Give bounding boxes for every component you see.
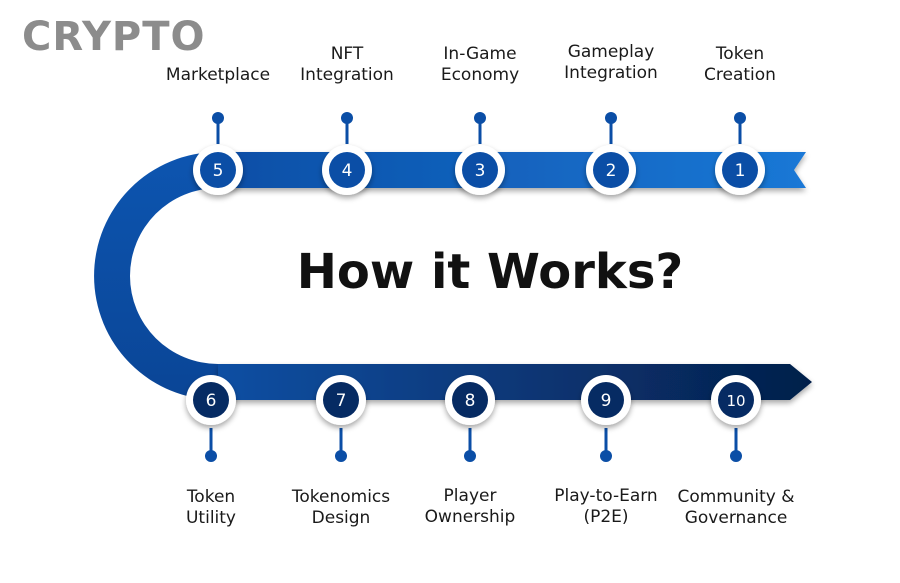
page-title: How it Works?: [296, 244, 684, 300]
step-5-label: Marketplace: [165, 65, 271, 85]
step-7-connector-dot: [335, 450, 347, 462]
crypto-logo: CRYPTO: [22, 14, 206, 60]
step-3-badge-core: [462, 152, 498, 188]
step-1-badge-core: [722, 152, 758, 188]
step-9-label: Play-to-Earn (P2E): [554, 486, 658, 527]
step-2-number: 2: [606, 161, 617, 181]
step-9-connector-dot: [600, 450, 612, 462]
step-8-connector-dot: [464, 450, 476, 462]
step-9-number: 9: [601, 391, 612, 411]
step-7-badge-core: [323, 382, 359, 418]
step-6-label: Token Utility: [185, 487, 236, 528]
step-10-connector-dot: [730, 450, 742, 462]
step-6-badge-core: [193, 382, 229, 418]
step-3-label: In-Game Economy: [440, 44, 520, 85]
step-1-connector-dot: [734, 112, 746, 124]
step-3-number: 3: [475, 161, 486, 181]
step-2-connector-dot: [605, 112, 617, 124]
step-4-badge-core: [329, 152, 365, 188]
step-10-label: Community & Governance: [677, 487, 795, 528]
step-8-badge-core: [452, 382, 488, 418]
step-9-badge-core: [588, 382, 624, 418]
step-2-badge-core: [593, 152, 629, 188]
step-5-connector-dot: [212, 112, 224, 124]
step-7-number: 7: [336, 391, 347, 411]
step-10-number: 10: [726, 392, 745, 410]
step-2-label: Gameplay Integration: [564, 42, 658, 83]
step-5-badge-core: [200, 152, 236, 188]
step-6-number: 6: [206, 391, 217, 411]
step-4-connector-dot: [341, 112, 353, 124]
bottom-band: [218, 364, 812, 400]
step-3-connector-dot: [474, 112, 486, 124]
step-8-label: Player Ownership: [424, 486, 516, 527]
u-turn-arc: [94, 152, 218, 400]
step-10-badge-core: [718, 382, 754, 418]
step-1-label: Token Creation: [704, 44, 776, 85]
step-5-number: 5: [213, 161, 224, 181]
step-4-label: NFT Integration: [300, 44, 394, 85]
step-8-number: 8: [465, 391, 476, 411]
step-4-number: 4: [342, 161, 353, 181]
step-1-number: 1: [735, 161, 746, 181]
step-6-connector-dot: [205, 450, 217, 462]
step-7-label: Tokenomics Design: [291, 487, 391, 528]
